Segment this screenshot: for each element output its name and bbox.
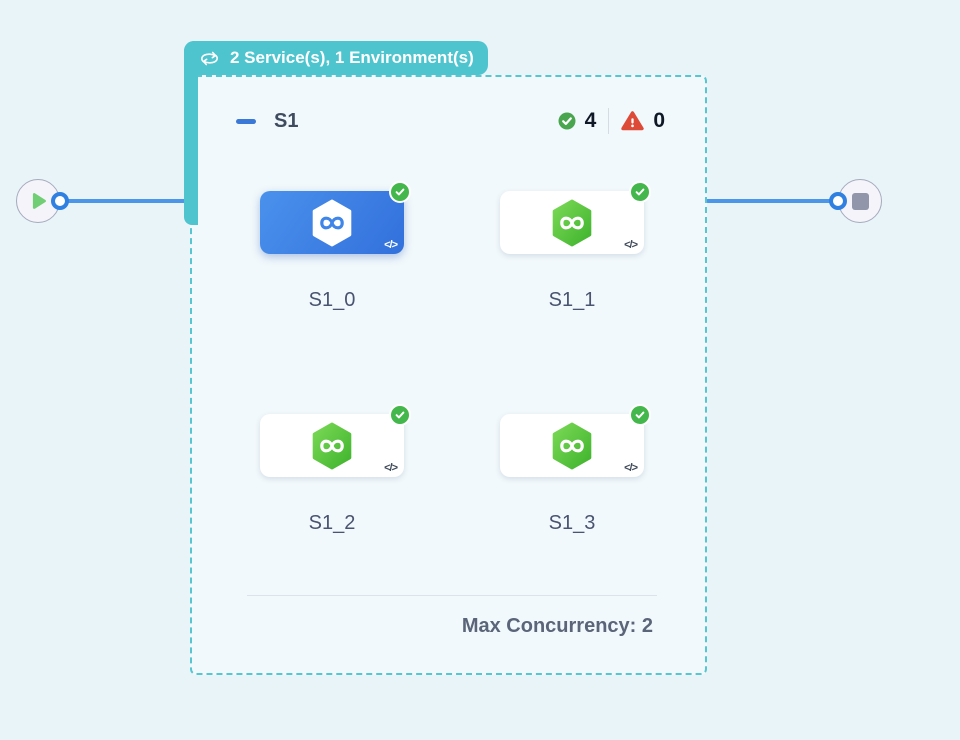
edge-stage-to-end xyxy=(706,199,839,203)
edge-start-to-stage xyxy=(62,199,190,203)
services-environments-tab[interactable]: 2 Service(s), 1 Environment(s) xyxy=(184,41,488,75)
success-badge-icon xyxy=(389,404,411,426)
service-cell: </> S1_1 xyxy=(500,181,651,312)
service-node-s1-2[interactable]: </> xyxy=(260,404,411,477)
service-cell: </> S1_2 xyxy=(260,404,411,535)
service-cell: </> S1_3 xyxy=(500,404,651,535)
error-count: 0 xyxy=(653,109,665,132)
service-icon xyxy=(311,422,353,470)
success-icon xyxy=(558,112,576,130)
stage-name: S1 xyxy=(274,109,299,132)
service-icon xyxy=(551,199,593,247)
service-node-s1-3[interactable]: </> xyxy=(500,404,651,477)
success-badge-icon xyxy=(629,181,651,203)
footer-divider xyxy=(247,595,657,596)
max-concurrency-label: Max Concurrency: 2 xyxy=(461,615,653,637)
stage-header: S1 4 0 xyxy=(236,103,665,139)
stop-icon xyxy=(851,192,869,210)
service-cell: </> S1_0 xyxy=(260,181,411,312)
services-environments-label: 2 Service(s), 1 Environment(s) xyxy=(230,48,474,67)
success-count: 4 xyxy=(584,109,597,132)
success-badge-icon xyxy=(629,404,651,426)
collapse-icon[interactable] xyxy=(236,118,256,124)
end-connector-port[interactable] xyxy=(829,192,847,210)
service-node-s1-1[interactable]: </> xyxy=(500,181,651,254)
counts-divider xyxy=(608,108,610,134)
loop-icon xyxy=(198,49,221,68)
code-icon: </> xyxy=(384,239,398,251)
stage-status-counts: 4 0 xyxy=(558,108,665,134)
success-badge-icon xyxy=(389,181,411,203)
service-label: S1_3 xyxy=(548,512,596,534)
service-label: S1_2 xyxy=(308,512,356,534)
code-icon: </> xyxy=(624,462,638,474)
service-label: S1_0 xyxy=(308,289,356,311)
code-icon: </> xyxy=(384,462,398,474)
service-icon xyxy=(551,422,593,470)
start-connector-port[interactable] xyxy=(51,192,69,210)
service-icon xyxy=(311,199,353,247)
stage-matrix-panel: S1 4 0 xyxy=(190,75,707,675)
code-icon: </> xyxy=(624,239,638,251)
service-label: S1_1 xyxy=(548,289,596,311)
service-node-s1-0[interactable]: </> xyxy=(260,181,411,254)
play-icon xyxy=(25,188,51,214)
matrix-accent-strip xyxy=(184,41,198,225)
warning-icon xyxy=(621,110,645,132)
